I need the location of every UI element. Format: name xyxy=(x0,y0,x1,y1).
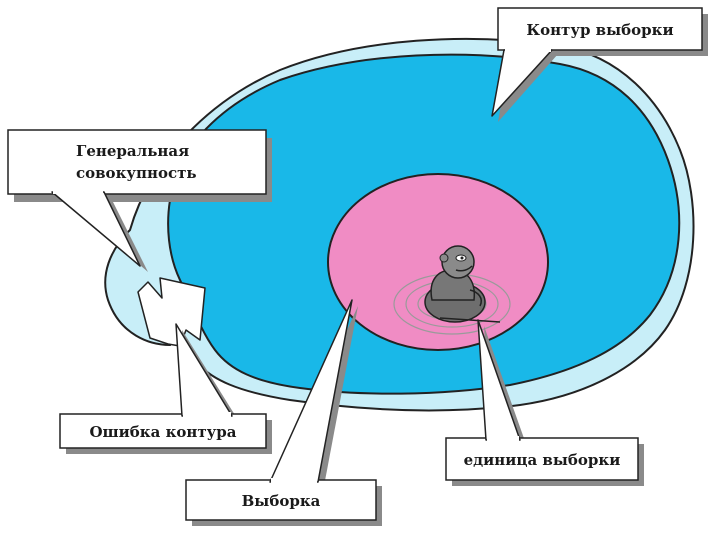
sample-label: Выборка xyxy=(242,492,321,510)
sample-region xyxy=(327,173,549,351)
sampling-frame-callout: Контур выборки xyxy=(491,7,708,122)
frame-error-gap xyxy=(137,277,206,347)
sample-unit-figure xyxy=(393,245,511,335)
frame-error-callout: Ошибка контура xyxy=(59,323,272,454)
general-population-label-line1: Генеральная xyxy=(76,142,189,160)
seated-person-icon xyxy=(424,245,501,323)
sample-unit-label: единица выборки xyxy=(464,451,621,469)
sampling-frame-label: Контур выборки xyxy=(526,21,673,39)
frame-error-label: Ошибка контура xyxy=(89,423,236,441)
sample-callout: Выборка xyxy=(185,299,382,526)
sample-unit-callout: единица выборки xyxy=(445,319,644,486)
general-population-label-line2: совокупность xyxy=(76,164,197,182)
general-population-callout: Генеральная совокупность xyxy=(7,129,272,272)
